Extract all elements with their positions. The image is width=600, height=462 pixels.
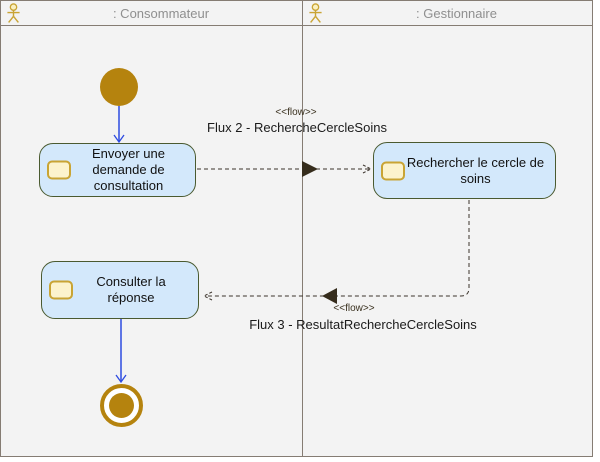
activity-diagram-canvas: : Consommateur : Gestionnaire — [0, 0, 593, 457]
initial-node[interactable] — [100, 68, 138, 106]
object-flow-flux3 — [202, 200, 470, 304]
action-consulter-reponse[interactable]: Consulter la réponse — [41, 261, 199, 319]
swimlane-header-consommateur[interactable]: : Consommateur — [1, 1, 303, 25]
activity-final-node[interactable] — [100, 384, 143, 427]
actor-icon — [7, 3, 20, 23]
lane-title: : Consommateur — [112, 5, 210, 21]
swimlane-header-gestionnaire[interactable]: : Gestionnaire — [303, 1, 592, 25]
action-label: Consulter la réponse — [96, 274, 166, 305]
swimlane-divider — [302, 1, 303, 456]
header-separator-line — [1, 25, 592, 26]
action-rechercher-cercle[interactable]: Rechercher le cercle de soins — [373, 142, 556, 199]
flow-direction-triangle — [322, 288, 337, 304]
flow-edges — [113, 106, 470, 384]
flow3-stereotype: <<flow>> — [333, 303, 375, 314]
flow2-stereotype: <<flow>> — [275, 107, 317, 118]
control-flow-action3-to-end — [115, 319, 127, 384]
flow-direction-triangle — [302, 161, 318, 177]
action-envoyer-demande[interactable]: Envoyer une demande de consultation — [39, 143, 196, 197]
flow3-label: Flux 3 - ResultatRechercheCercleSoins — [249, 317, 477, 332]
actor-icon — [309, 3, 322, 23]
action-label: Rechercher le cercle de soins — [406, 154, 545, 186]
final-node-core — [109, 393, 134, 418]
flow2-label: Flux 2 - RechercheCercleSoins — [207, 120, 387, 135]
action-object-icon — [49, 280, 73, 300]
action-label: Envoyer une demande de consultation — [92, 146, 165, 193]
control-flow-start-to-action1 — [113, 106, 125, 144]
action-object-icon — [47, 160, 71, 180]
action-object-icon — [381, 161, 405, 180]
lane-title: : Gestionnaire — [416, 5, 497, 21]
object-flow-flux2 — [197, 161, 373, 177]
